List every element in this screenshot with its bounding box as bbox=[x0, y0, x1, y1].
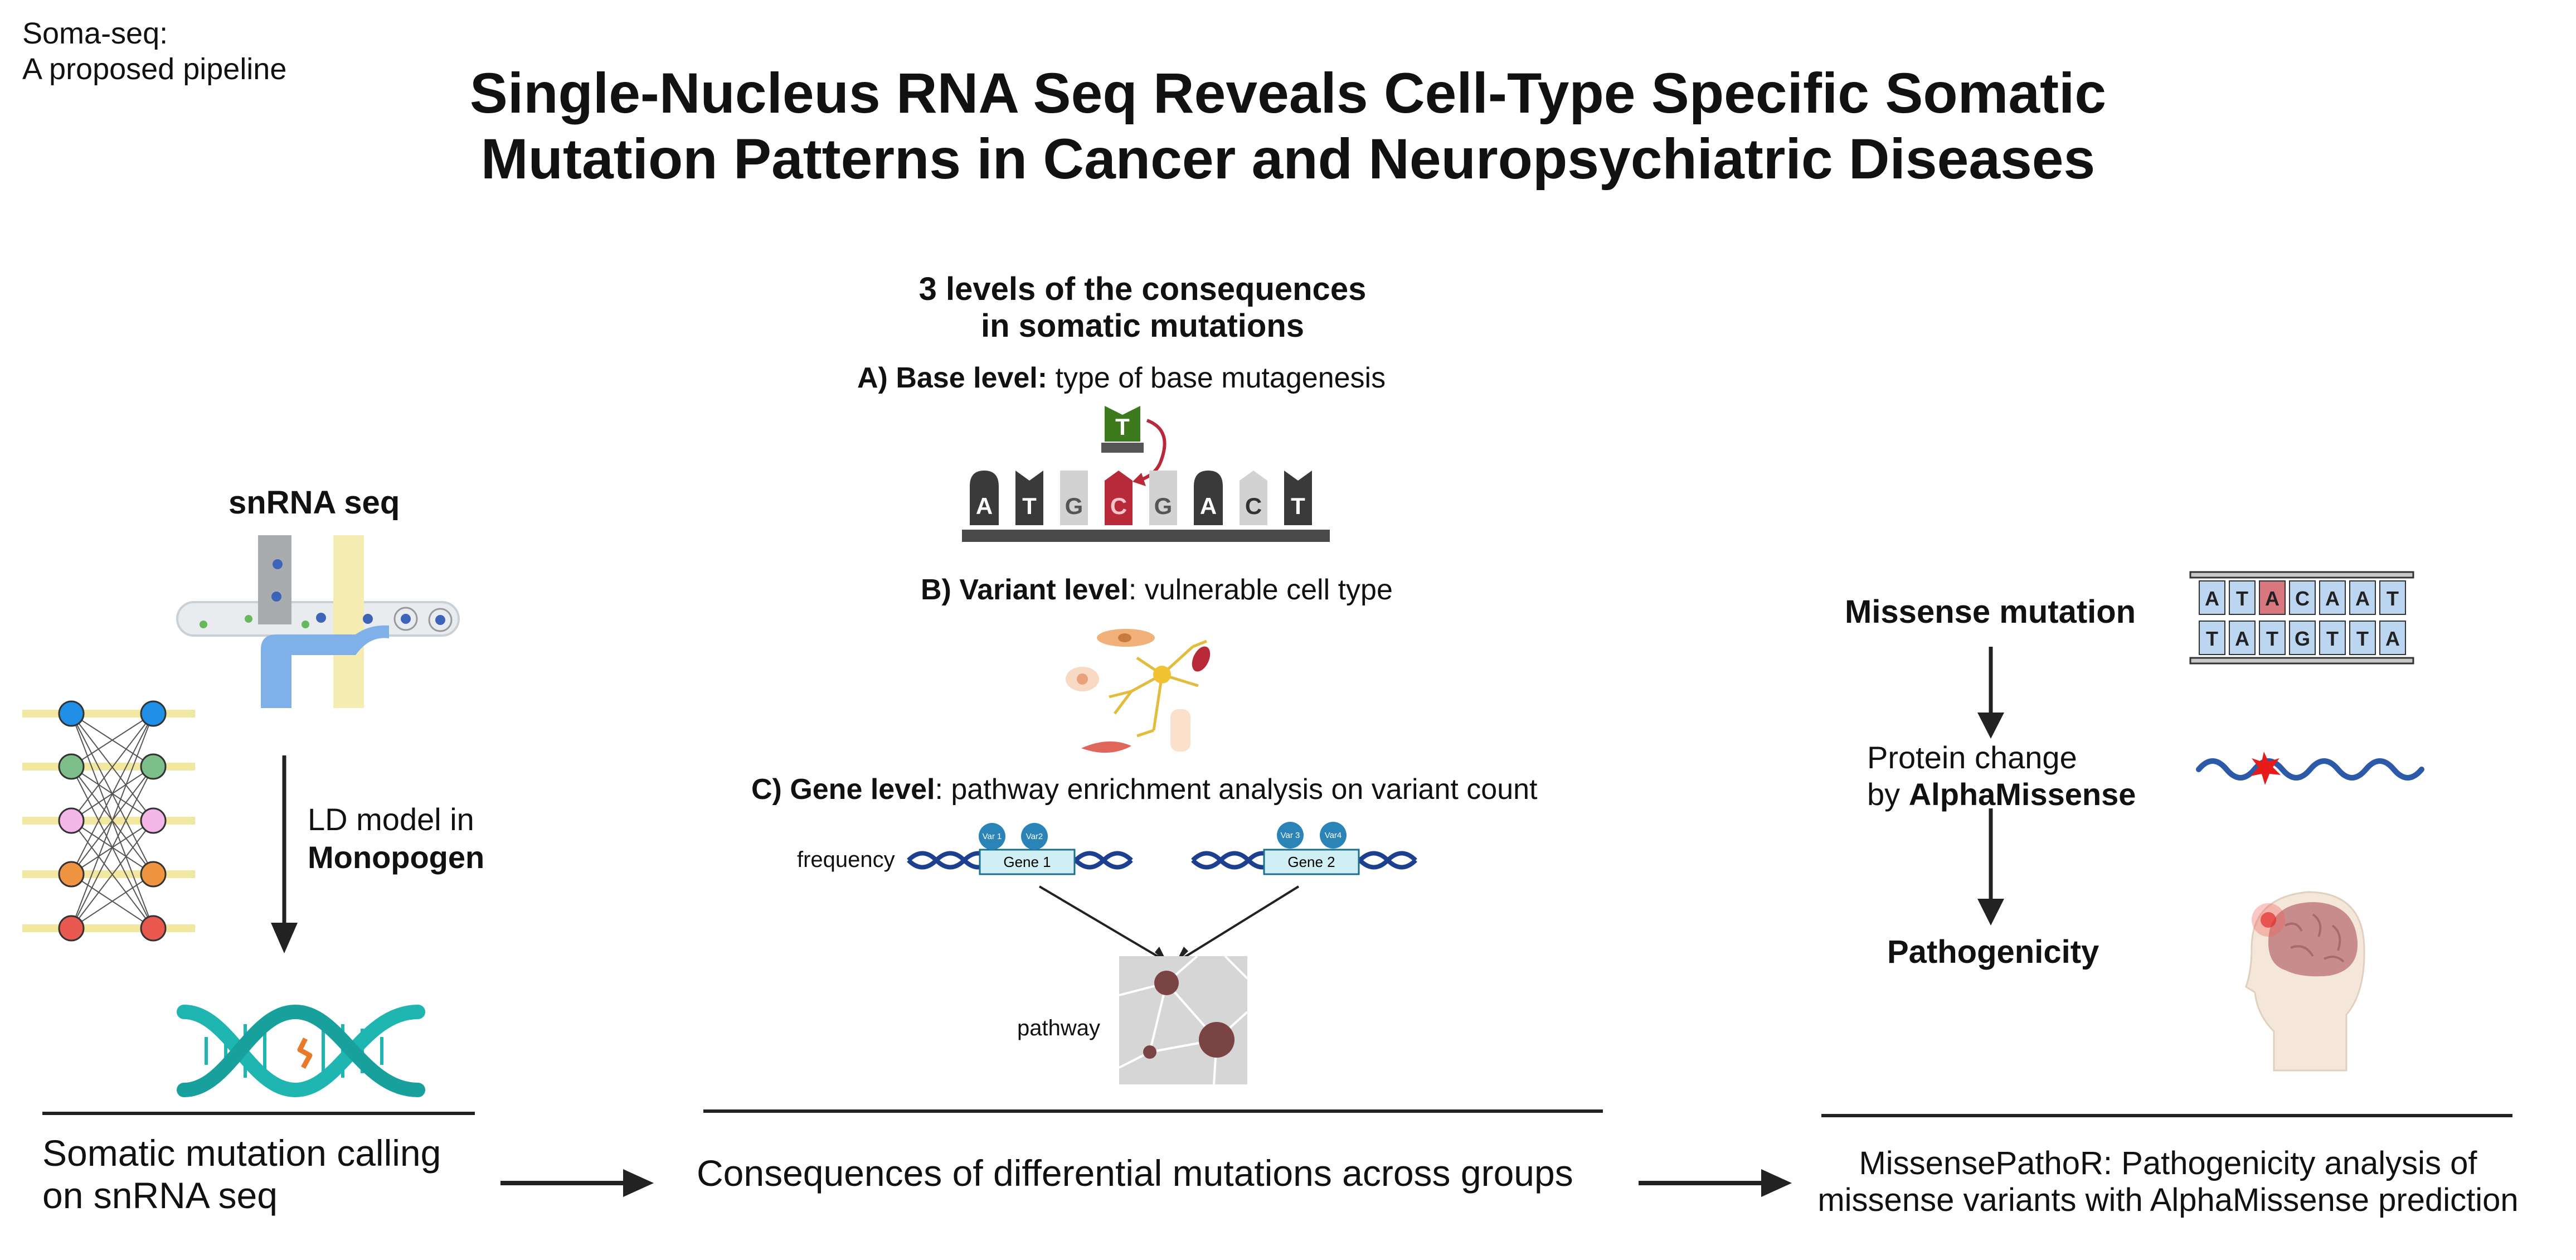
var-1-label: Var 1 bbox=[983, 832, 1002, 841]
dna-bottom-5: T bbox=[2326, 627, 2339, 650]
level-a-bold: A) Base level: bbox=[857, 362, 1048, 394]
dna-top-5: A bbox=[2325, 587, 2340, 610]
levels-heading-line-2: in somatic mutations bbox=[980, 308, 1305, 344]
levels-heading: 3 levels of the consequences in somatic … bbox=[869, 271, 1416, 345]
right-footer: MissensePathoR: Pathogenicity analysis o… bbox=[1783, 1145, 2553, 1219]
page-title: Single-Nucleus RNA Seq Reveals Cell-Type… bbox=[0, 60, 2576, 192]
base-7: C bbox=[1245, 493, 1262, 519]
ld-model-prefix: LD model in bbox=[308, 802, 474, 837]
frequency-label: frequency bbox=[797, 847, 895, 872]
middle-footer: Consequences of differential mutations a… bbox=[697, 1152, 1573, 1194]
var-3-label: Var 3 bbox=[1281, 831, 1300, 840]
level-a-text: type of base mutagenesis bbox=[1047, 362, 1386, 394]
dna-top-1: A bbox=[2205, 587, 2219, 610]
gene-2-label: Gene 2 bbox=[1287, 854, 1335, 870]
missense-label: Missense mutation bbox=[1845, 594, 2136, 630]
gene-dna-icon: Gene 1 Gene 2 Var 1 Var2 Var 3 Var4 bbox=[907, 822, 1417, 875]
ld-network-icon bbox=[22, 700, 195, 942]
var-2-label: Var2 bbox=[1026, 832, 1043, 841]
right-footer-line-2: missense variants with AlphaMissense pre… bbox=[1817, 1182, 2519, 1218]
microfluidic-chip-icon bbox=[176, 535, 460, 708]
levels-heading-line-1: 3 levels of the consequences bbox=[918, 271, 1367, 307]
gene-1-label: Gene 1 bbox=[1003, 854, 1051, 870]
dna-top-4: C bbox=[2295, 587, 2310, 610]
level-b-text: : vulnerable cell type bbox=[1128, 574, 1393, 606]
right-footer-line-1: MissensePathoR: Pathogenicity analysis o… bbox=[1859, 1145, 2477, 1181]
corner-label-line-2: A proposed pipeline bbox=[22, 52, 287, 86]
middle-divider bbox=[703, 1109, 1603, 1113]
cell-types-icon bbox=[1066, 629, 1211, 753]
title-line-2: Mutation Patterns in Cancer and Neuropsy… bbox=[480, 127, 2096, 191]
flow-arrow-left bbox=[500, 1169, 654, 1197]
dna-bottom-1: T bbox=[2206, 627, 2218, 650]
dna-top-3: A bbox=[2265, 587, 2279, 610]
pathogenicity-arrow bbox=[1977, 808, 2004, 925]
pathogenicity-label: Pathogenicity bbox=[1887, 934, 2099, 970]
title-line-1: Single-Nucleus RNA Seq Reveals Cell-Type… bbox=[469, 61, 2107, 125]
pipeline-corner-label: Soma-seq: A proposed pipeline bbox=[22, 16, 286, 87]
left-footer: Somatic mutation calling on snRNA seq bbox=[42, 1132, 441, 1217]
ld-model-tool: Monopogen bbox=[308, 840, 485, 875]
base-4: C bbox=[1110, 493, 1127, 519]
base-6: A bbox=[1200, 493, 1217, 519]
protein-change-prefix: Protein change bbox=[1867, 740, 2077, 775]
corner-label-line-1: Soma-seq: bbox=[22, 17, 168, 50]
brain-head-icon bbox=[2245, 891, 2365, 1072]
level-c-label: C) Gene level: pathway enrichment analys… bbox=[751, 773, 1538, 806]
level-a-label: A) Base level: type of base mutagenesis bbox=[857, 361, 1386, 395]
pathway-label: pathway bbox=[1017, 1016, 1100, 1040]
missense-dna-icon: A T A C A A T T A T G T T A bbox=[2189, 571, 2414, 665]
right-divider bbox=[1821, 1114, 2512, 1117]
base-2: T bbox=[1022, 493, 1037, 519]
dna-bottom-2: A bbox=[2235, 627, 2249, 650]
dna-bottom-3: T bbox=[2266, 627, 2278, 650]
substituted-base: T bbox=[1115, 414, 1130, 440]
protein-change-tool: AlphaMissense bbox=[1908, 777, 2136, 812]
dna-bottom-4: G bbox=[2295, 627, 2310, 650]
level-c-text: : pathway enrichment analysis on variant… bbox=[935, 773, 1538, 806]
protein-wave-icon bbox=[2196, 752, 2424, 785]
dna-bottom-7: A bbox=[2385, 627, 2400, 650]
level-b-bold: B) Variant level bbox=[921, 574, 1129, 606]
base-1: A bbox=[976, 493, 993, 519]
ld-model-arrow bbox=[271, 755, 298, 953]
protein-change-by: by bbox=[1867, 777, 1909, 812]
flow-arrow-right bbox=[1639, 1169, 1792, 1197]
protein-change-label: Protein change by AlphaMissense bbox=[1867, 739, 2136, 813]
dna-top-6: A bbox=[2355, 587, 2370, 610]
base-sequence-icon: T A T G C G A C T bbox=[962, 406, 1330, 542]
var-4-label: Var4 bbox=[1325, 831, 1342, 840]
dna-bottom-6: T bbox=[2356, 627, 2369, 650]
ld-model-label: LD model in Monopogen bbox=[308, 801, 484, 876]
level-c-bold: C) Gene level bbox=[751, 773, 935, 806]
dna-top-2: T bbox=[2236, 587, 2248, 610]
base-5: G bbox=[1154, 493, 1173, 519]
pathway-network-icon bbox=[1119, 955, 1248, 1085]
snrna-seq-label: snRNA seq bbox=[229, 484, 400, 521]
left-footer-line-1: Somatic mutation calling bbox=[42, 1132, 441, 1174]
base-3: G bbox=[1065, 493, 1083, 519]
level-b-label: B) Variant level: vulnerable cell type bbox=[921, 573, 1393, 607]
protein-change-arrow bbox=[1977, 647, 2004, 739]
dna-helix-icon bbox=[177, 1004, 425, 1098]
left-divider bbox=[42, 1112, 475, 1115]
base-8: T bbox=[1291, 493, 1305, 519]
dna-top-7: T bbox=[2387, 587, 2399, 610]
left-footer-line-2: on snRNA seq bbox=[42, 1175, 278, 1216]
